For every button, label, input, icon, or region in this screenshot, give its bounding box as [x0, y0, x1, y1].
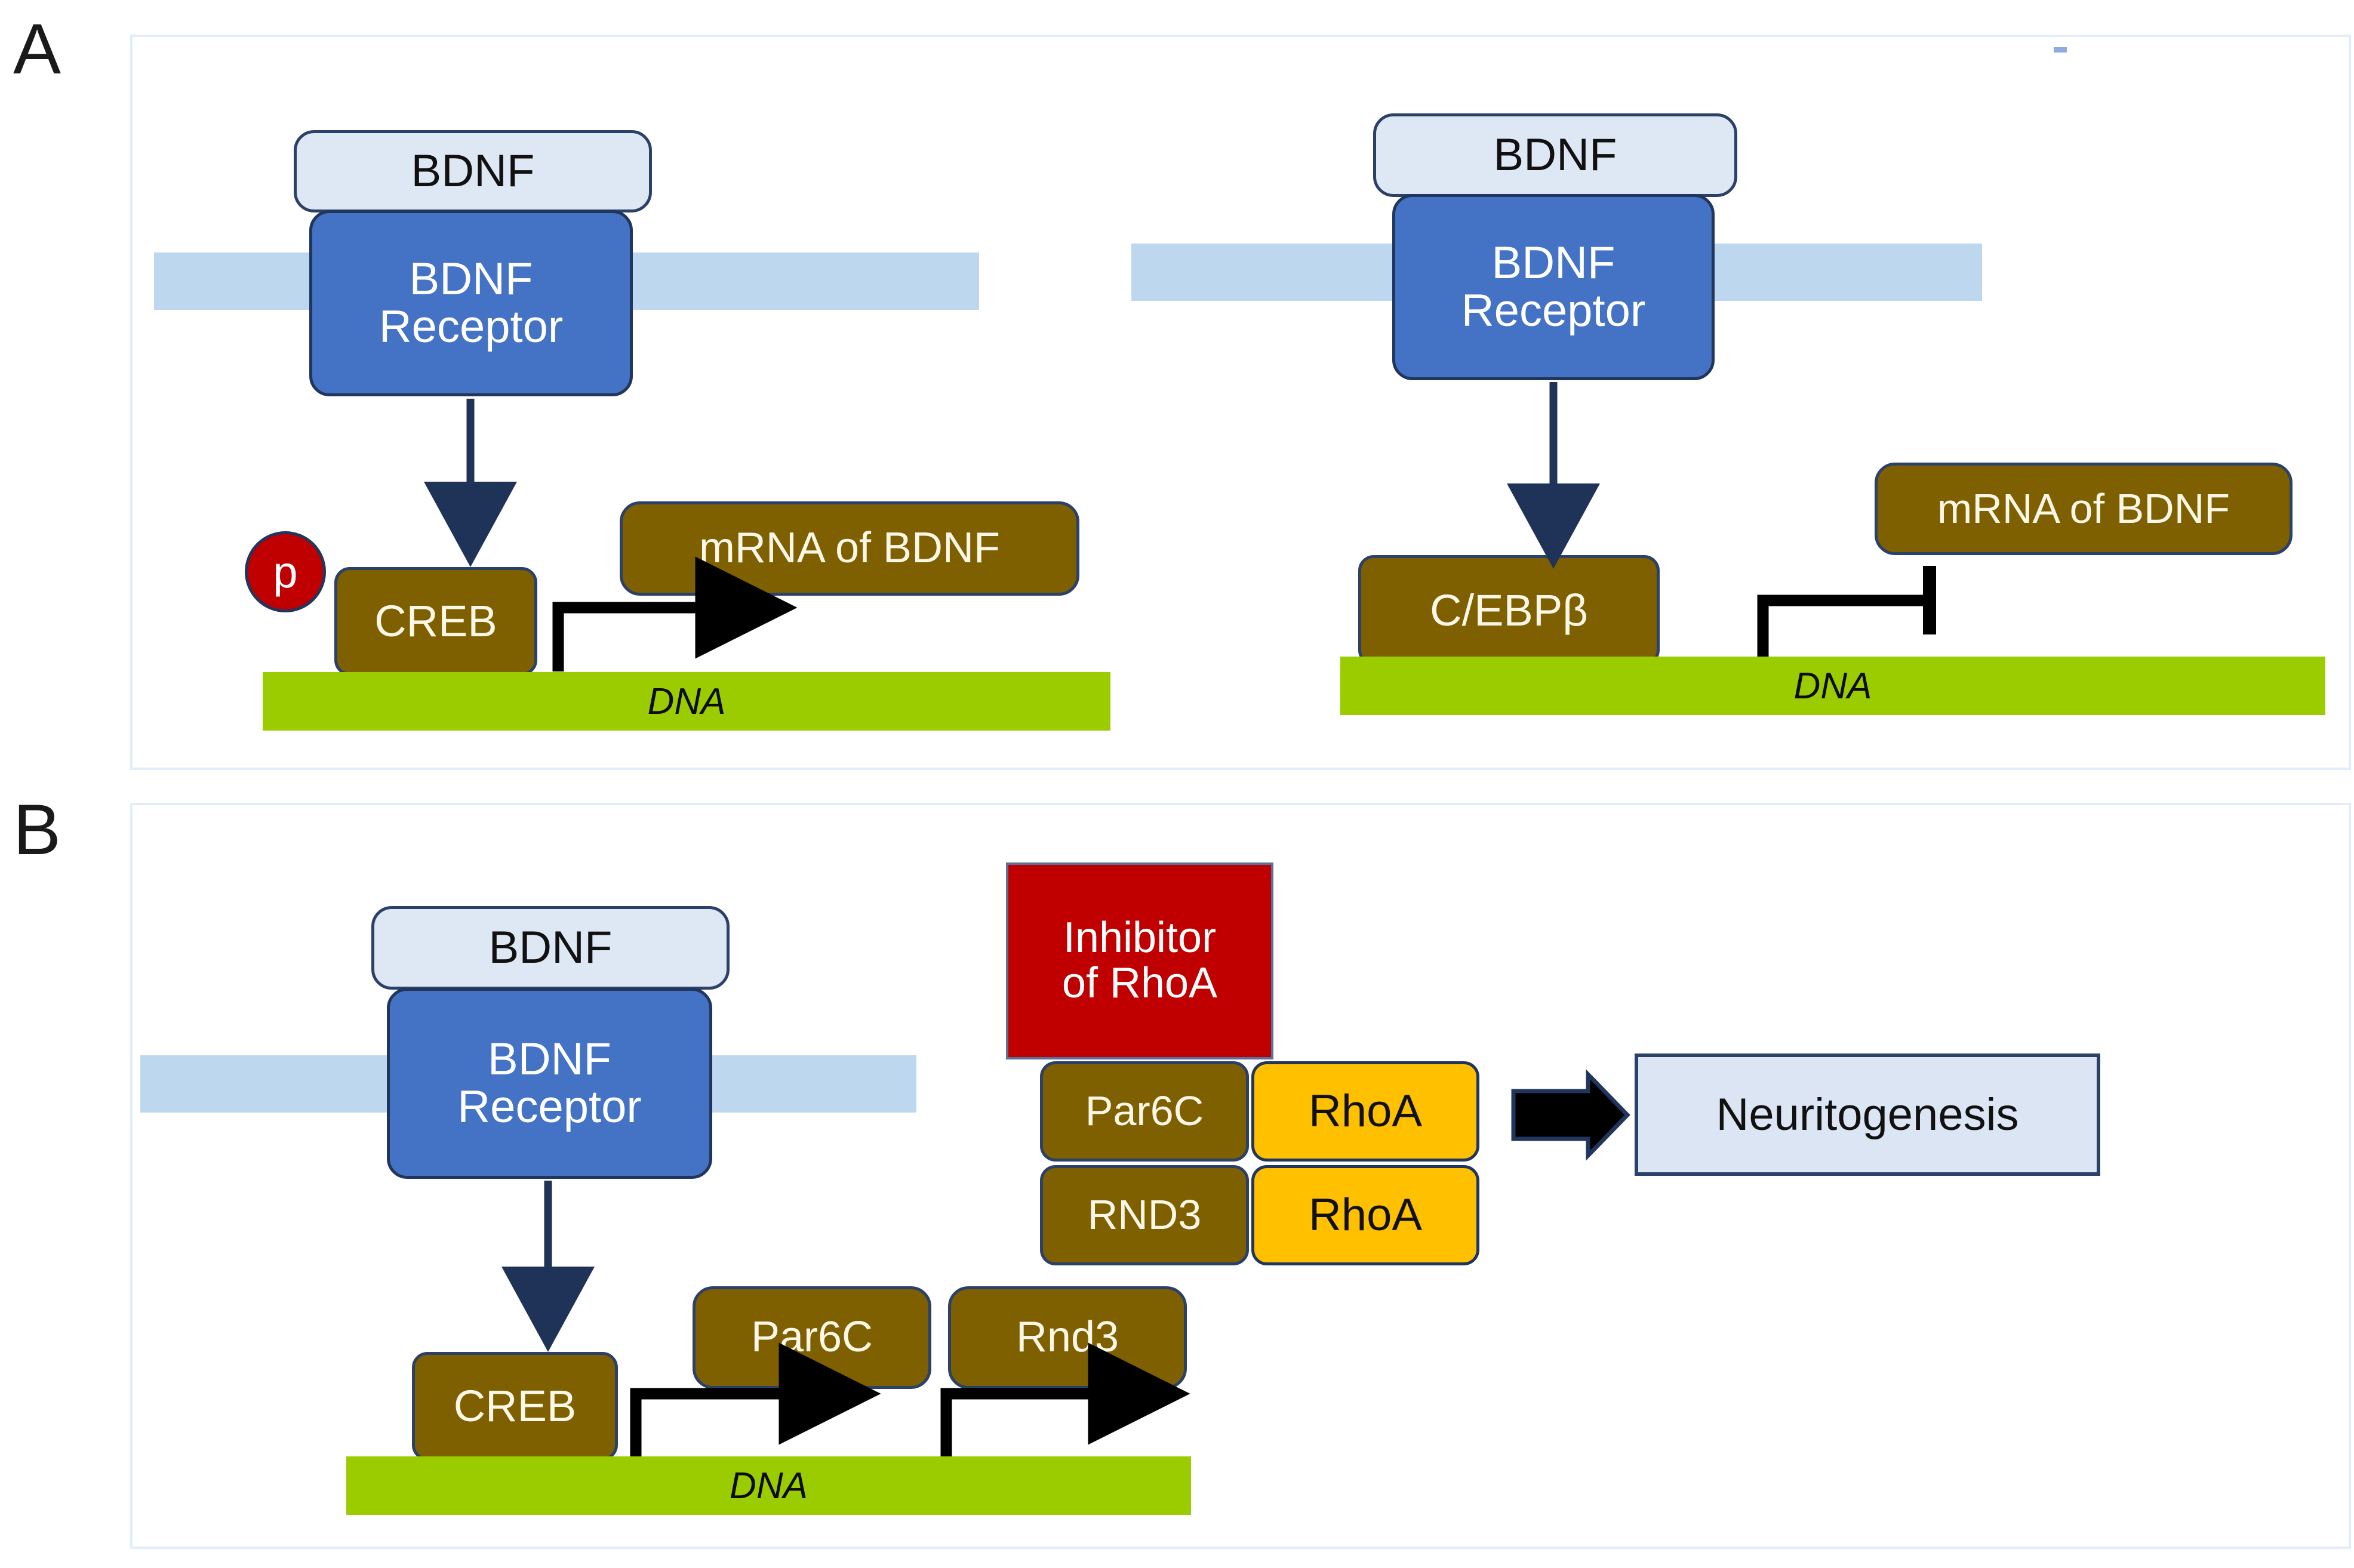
inhibitor-of-rhoa-box: Inhibitor of RhoA [1006, 862, 1273, 1059]
inhibitor-label-line1: Inhibitor [1063, 914, 1217, 962]
stray-mark-artifact [2054, 47, 2067, 53]
receptor-right-label-line1: BDNF [1491, 238, 1616, 289]
creb-protein-left: CREB [334, 567, 537, 676]
neuritogenesis-outcome: Neuritogenesis [1635, 1053, 2100, 1176]
receptor-b-label-line1: BDNF [488, 1034, 611, 1085]
dna-strand-left: DNA [263, 672, 1110, 731]
gene-par6c-panel-b: Par6C [693, 1286, 931, 1389]
bdnf-receptor-right: BDNF Receptor [1392, 194, 1715, 380]
mrna-bdnf-left: mRNA of BDNF [620, 501, 1079, 596]
phospho-marker-icon: p [245, 531, 326, 612]
dna-label-left: DNA [647, 680, 726, 722]
dna-strand-panel-b: DNA [346, 1456, 1191, 1515]
cebpb-protein: C/EBPβ [1358, 555, 1660, 666]
inhibitor-label-line2: of RhoA [1061, 959, 1218, 1007]
bdnf-receptor-panel-b: BDNF Receptor [387, 988, 712, 1179]
dna-strand-right: DNA [1340, 657, 2325, 715]
bdnf-receptor-left: BDNF Receptor [309, 210, 633, 396]
complex-par6c-rhoa: RhoA [1251, 1061, 1479, 1162]
bdnf-ligand-panel-b: BDNF [371, 906, 730, 990]
mrna-bdnf-right: mRNA of BDNF [1875, 463, 2293, 555]
panel-a-letter: A [13, 9, 61, 89]
receptor-label-line1: BDNF [409, 254, 533, 305]
receptor-b-label-line2: Receptor [457, 1082, 642, 1132]
dna-label-right: DNA [1793, 665, 1872, 707]
bdnf-ligand-right: BDNF [1373, 113, 1737, 197]
creb-protein-panel-b: CREB [412, 1352, 618, 1461]
receptor-right-label-line2: Receptor [1461, 285, 1646, 336]
panel-b-letter: B [13, 790, 61, 870]
gene-rnd3-panel-b: Rnd3 [948, 1286, 1187, 1389]
complex-par6c-partner: Par6C [1040, 1061, 1249, 1162]
complex-rnd3-rhoa: RhoA [1251, 1165, 1479, 1265]
dna-label-panel-b: DNA [730, 1465, 808, 1507]
receptor-label-line2: Receptor [379, 301, 564, 352]
bdnf-ligand-left: BDNF [294, 130, 652, 212]
complex-rnd3-partner: RND3 [1040, 1165, 1249, 1265]
